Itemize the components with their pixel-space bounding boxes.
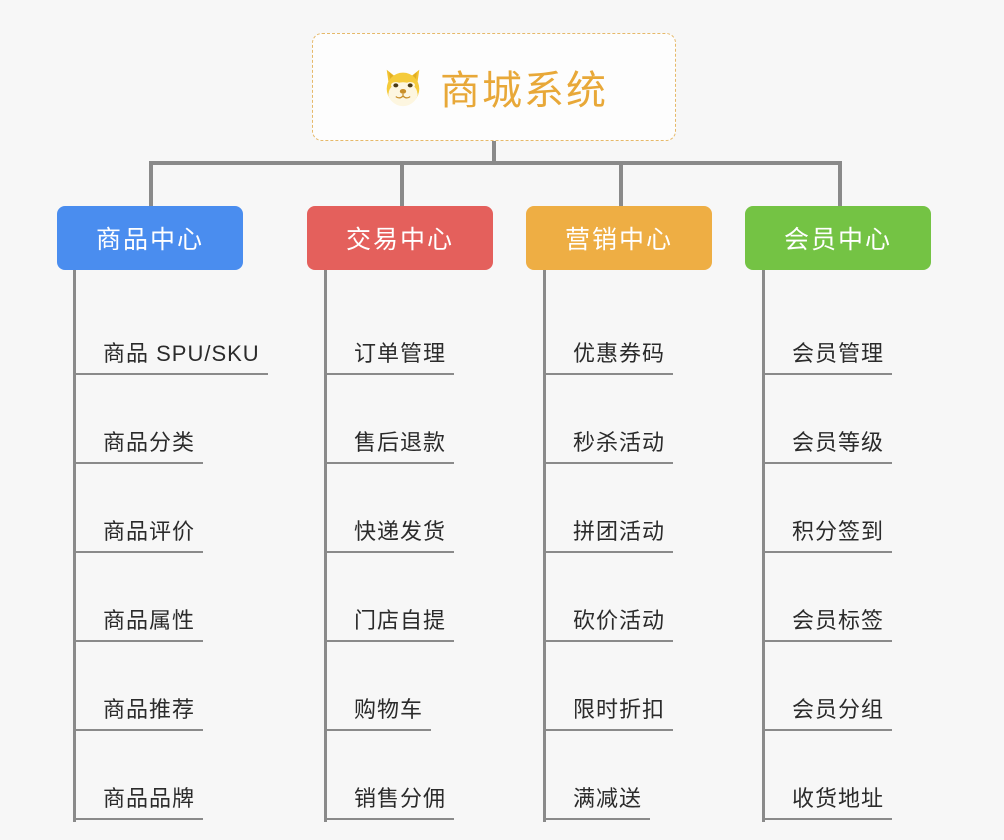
category-header-label: 营销中心 [564,226,673,254]
leaf-item-label: 优惠券码 [573,341,666,366]
leaf-item-underline: 商品推荐 [73,692,204,731]
leaf-item-underline: 会员管理 [762,336,893,375]
leaf-item-underline: 限时折扣 [543,692,674,731]
leaf-item-label: 满减送 [573,786,643,811]
category-header-4[interactable]: 会员中心 [745,206,931,270]
branch-spine [324,270,327,822]
category-header-1[interactable]: 商品中心 [57,206,243,270]
branch-connector-2 [400,163,404,206]
leaf-item-underline: 快递发货 [324,514,455,553]
leaf-item[interactable]: 限时折扣 [543,642,674,731]
leaf-item-underline: 秒杀活动 [543,425,674,464]
root-node[interactable]: 商城系统 [312,33,676,141]
leaf-item-underline: 商品评价 [73,514,204,553]
leaf-item[interactable]: 会员分组 [762,642,893,731]
leaf-item-underline: 收货地址 [762,781,893,820]
branch-spine [543,270,546,822]
leaf-item[interactable]: 收货地址 [762,731,893,820]
leaf-item-label: 秒杀活动 [573,430,666,455]
leaf-item-label: 收货地址 [792,786,885,811]
leaf-item-underline: 积分签到 [762,514,893,553]
leaf-item-label: 商品推荐 [103,697,196,722]
leaf-item-label: 门店自提 [354,608,447,633]
leaf-item-label: 订单管理 [354,341,447,366]
leaf-item[interactable]: 商品评价 [73,464,204,553]
leaf-item[interactable]: 快递发货 [324,464,455,553]
leaf-item[interactable]: 拼团活动 [543,464,674,553]
leaf-item[interactable]: 会员等级 [762,375,893,464]
branch-spine [762,270,765,822]
leaf-item-label: 购物车 [354,697,424,722]
leaf-item-underline: 商品品牌 [73,781,204,820]
leaf-item[interactable]: 销售分佣 [324,731,455,820]
leaf-item[interactable]: 满减送 [543,731,651,820]
leaf-item-underline: 会员标签 [762,603,893,642]
leaf-item-label: 积分签到 [792,519,885,544]
shiba-dog-face-icon [380,64,426,110]
leaf-item-underline: 会员等级 [762,425,893,464]
leaf-item-label: 商品分类 [103,430,196,455]
leaf-item[interactable]: 购物车 [324,642,432,731]
leaf-item-label: 会员管理 [792,341,885,366]
leaf-item-label: 砍价活动 [573,608,666,633]
leaf-item-underline: 商品分类 [73,425,204,464]
leaf-item-underline: 优惠券码 [543,336,674,375]
root-connector-vertical [492,141,496,163]
leaf-item-label: 商品评价 [103,519,196,544]
leaf-item-underline: 订单管理 [324,336,455,375]
branch-connector-3 [619,163,623,206]
leaf-item-underline: 砍价活动 [543,603,674,642]
leaf-item-label: 商品品牌 [103,786,196,811]
leaf-item[interactable]: 门店自提 [324,553,455,642]
category-header-2[interactable]: 交易中心 [307,206,493,270]
leaf-item-label: 售后退款 [354,430,447,455]
leaf-item-underline: 商品属性 [73,603,204,642]
leaf-item[interactable]: 商品分类 [73,375,204,464]
root-connector-horizontal [149,161,842,165]
leaf-item-underline: 满减送 [543,781,651,820]
leaf-item-underline: 销售分佣 [324,781,455,820]
leaf-item-label: 限时折扣 [573,697,666,722]
leaf-item-underline: 拼团活动 [543,514,674,553]
leaf-item[interactable]: 商品 SPU/SKU [73,286,268,375]
leaf-item-underline: 门店自提 [324,603,455,642]
leaf-item-underline: 购物车 [324,692,432,731]
branch-connector-1 [149,163,153,206]
leaf-item[interactable]: 商品品牌 [73,731,204,820]
category-header-label: 商品中心 [95,226,204,254]
leaf-item[interactable]: 售后退款 [324,375,455,464]
leaf-item-underline: 商品 SPU/SKU [73,336,268,375]
leaf-item[interactable]: 秒杀活动 [543,375,674,464]
category-header-3[interactable]: 营销中心 [526,206,712,270]
leaf-item[interactable]: 商品推荐 [73,642,204,731]
leaf-item-label: 会员分组 [792,697,885,722]
leaf-item-label: 拼团活动 [573,519,666,544]
leaf-item-underline: 售后退款 [324,425,455,464]
leaf-item[interactable]: 会员标签 [762,553,893,642]
leaf-item[interactable]: 砍价活动 [543,553,674,642]
leaf-item[interactable]: 会员管理 [762,286,893,375]
leaf-item[interactable]: 订单管理 [324,286,455,375]
root-title: 商城系统 [440,69,608,113]
branch-connector-4 [838,163,842,206]
leaf-item[interactable]: 积分签到 [762,464,893,553]
leaf-item[interactable]: 商品属性 [73,553,204,642]
leaf-item-label: 快递发货 [354,519,447,544]
leaf-item-label: 商品属性 [103,608,196,633]
leaf-item-label: 销售分佣 [354,786,447,811]
leaf-item-label: 商品 SPU/SKU [103,341,260,366]
category-header-label: 会员中心 [783,226,892,254]
leaf-item-label: 会员标签 [792,608,885,633]
leaf-item[interactable]: 优惠券码 [543,286,674,375]
leaf-item-underline: 会员分组 [762,692,893,731]
category-header-label: 交易中心 [345,226,454,254]
leaf-item-label: 会员等级 [792,430,885,455]
branch-spine [73,270,76,822]
